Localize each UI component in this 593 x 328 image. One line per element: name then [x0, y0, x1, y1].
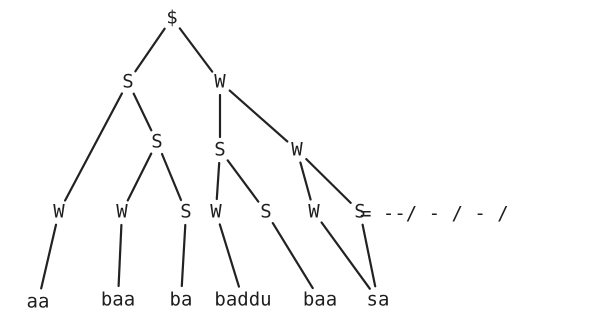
tree-node-w6: W: [308, 201, 320, 223]
edge-w2-w6: [299, 161, 312, 201]
tree-node-w2: W: [291, 139, 303, 161]
tree-node-s5: S: [260, 201, 271, 223]
leaf-syllable-leaf2: baa: [101, 289, 135, 311]
tree-node-s2: S: [151, 131, 162, 153]
metrical-formula: = --/ - / - /: [360, 203, 509, 225]
tree-node-s4: S: [180, 201, 191, 223]
leaf-syllable-leaf3: ba: [170, 289, 193, 311]
tree-node-s1: S: [122, 71, 133, 93]
tree-node-s6: S: [354, 201, 365, 223]
tree-node-w1: W: [214, 71, 226, 93]
leaf-syllable-leaf6: sa: [367, 289, 390, 311]
leaf-syllable-leaf5: baa: [303, 289, 337, 311]
edge-w5-leaf4: [218, 223, 240, 288]
edge-s6-leaf7: [361, 223, 377, 288]
edge-w3-leaf1: [40, 223, 58, 290]
edge-w1-w2: [228, 89, 289, 143]
leaf-syllable-leaf1: aa: [27, 291, 50, 313]
edge-s1-w3: [63, 92, 124, 202]
edge-s2-w4: [126, 152, 153, 202]
edge-w2-s6: [305, 158, 352, 204]
edge-s2-s4: [160, 152, 183, 202]
edge-s4-leaf3: [180, 223, 187, 288]
edge-s3-s5: [226, 159, 260, 203]
tree-node-w5: W: [210, 201, 222, 223]
edge-root-w1: [178, 27, 214, 73]
edge-w6-leaf6: [320, 221, 371, 290]
edge-s5-leaf5: [271, 222, 314, 290]
leaf-syllable-leaf4: baddu: [214, 289, 271, 311]
tree-edges: [40, 27, 377, 290]
edge-w4-leaf2: [117, 223, 123, 288]
tree-node-s3: S: [214, 139, 225, 161]
edge-root-s1: [134, 27, 166, 73]
tree-node-root: $: [166, 7, 177, 29]
tree-node-w3: W: [53, 201, 65, 223]
tree-node-w4: W: [116, 201, 128, 223]
edge-s1-s2: [132, 92, 153, 132]
edge-s3-w5: [215, 161, 221, 201]
